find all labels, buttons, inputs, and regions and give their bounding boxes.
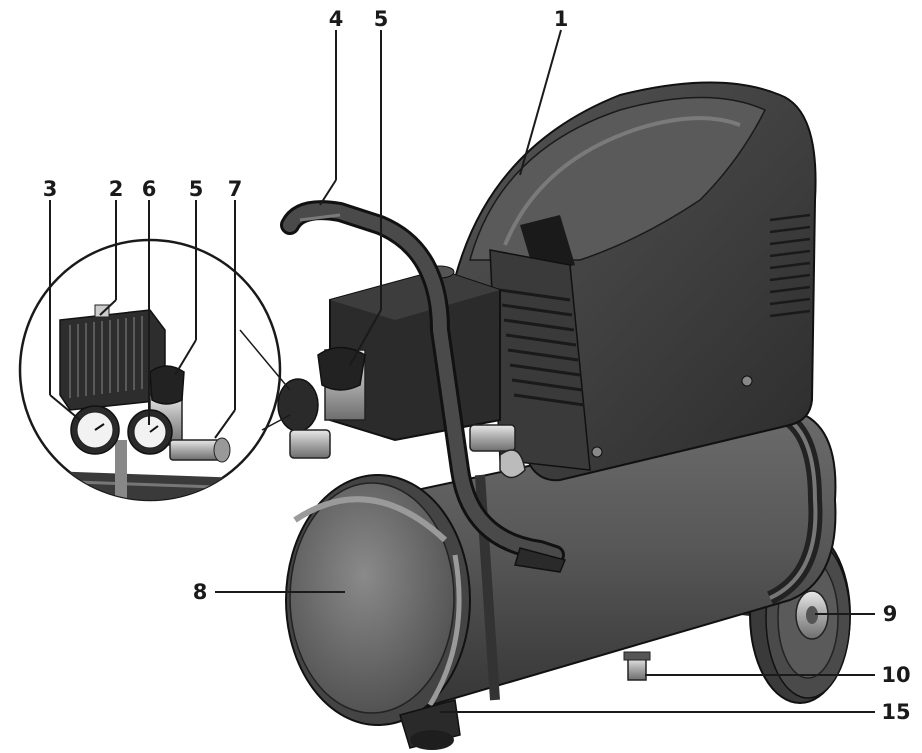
callout-7: 7	[228, 177, 243, 201]
callout-6: 6	[142, 177, 157, 201]
callout-15: 15	[881, 700, 910, 724]
callout-9: 9	[883, 602, 898, 626]
leader-lines	[49, 29, 875, 713]
callout-5-inset: 5	[189, 177, 204, 201]
callout-5-main: 5	[374, 7, 389, 31]
motor-cover	[448, 81, 817, 482]
tube-handle	[280, 200, 567, 573]
drain-valve	[623, 651, 651, 681]
callout-8: 8	[193, 580, 208, 604]
callout-1: 1	[554, 7, 569, 31]
callout-2: 2	[109, 177, 124, 201]
callout-3: 3	[43, 177, 58, 201]
pressure-switch	[277, 265, 526, 479]
air-tank	[285, 405, 837, 726]
callout-4: 4	[329, 7, 344, 31]
detail-inset	[18, 238, 291, 502]
callout-labels: 1 4 5 3 2 6 5 7 8 9 10 15	[43, 7, 911, 724]
callout-10: 10	[881, 663, 910, 687]
